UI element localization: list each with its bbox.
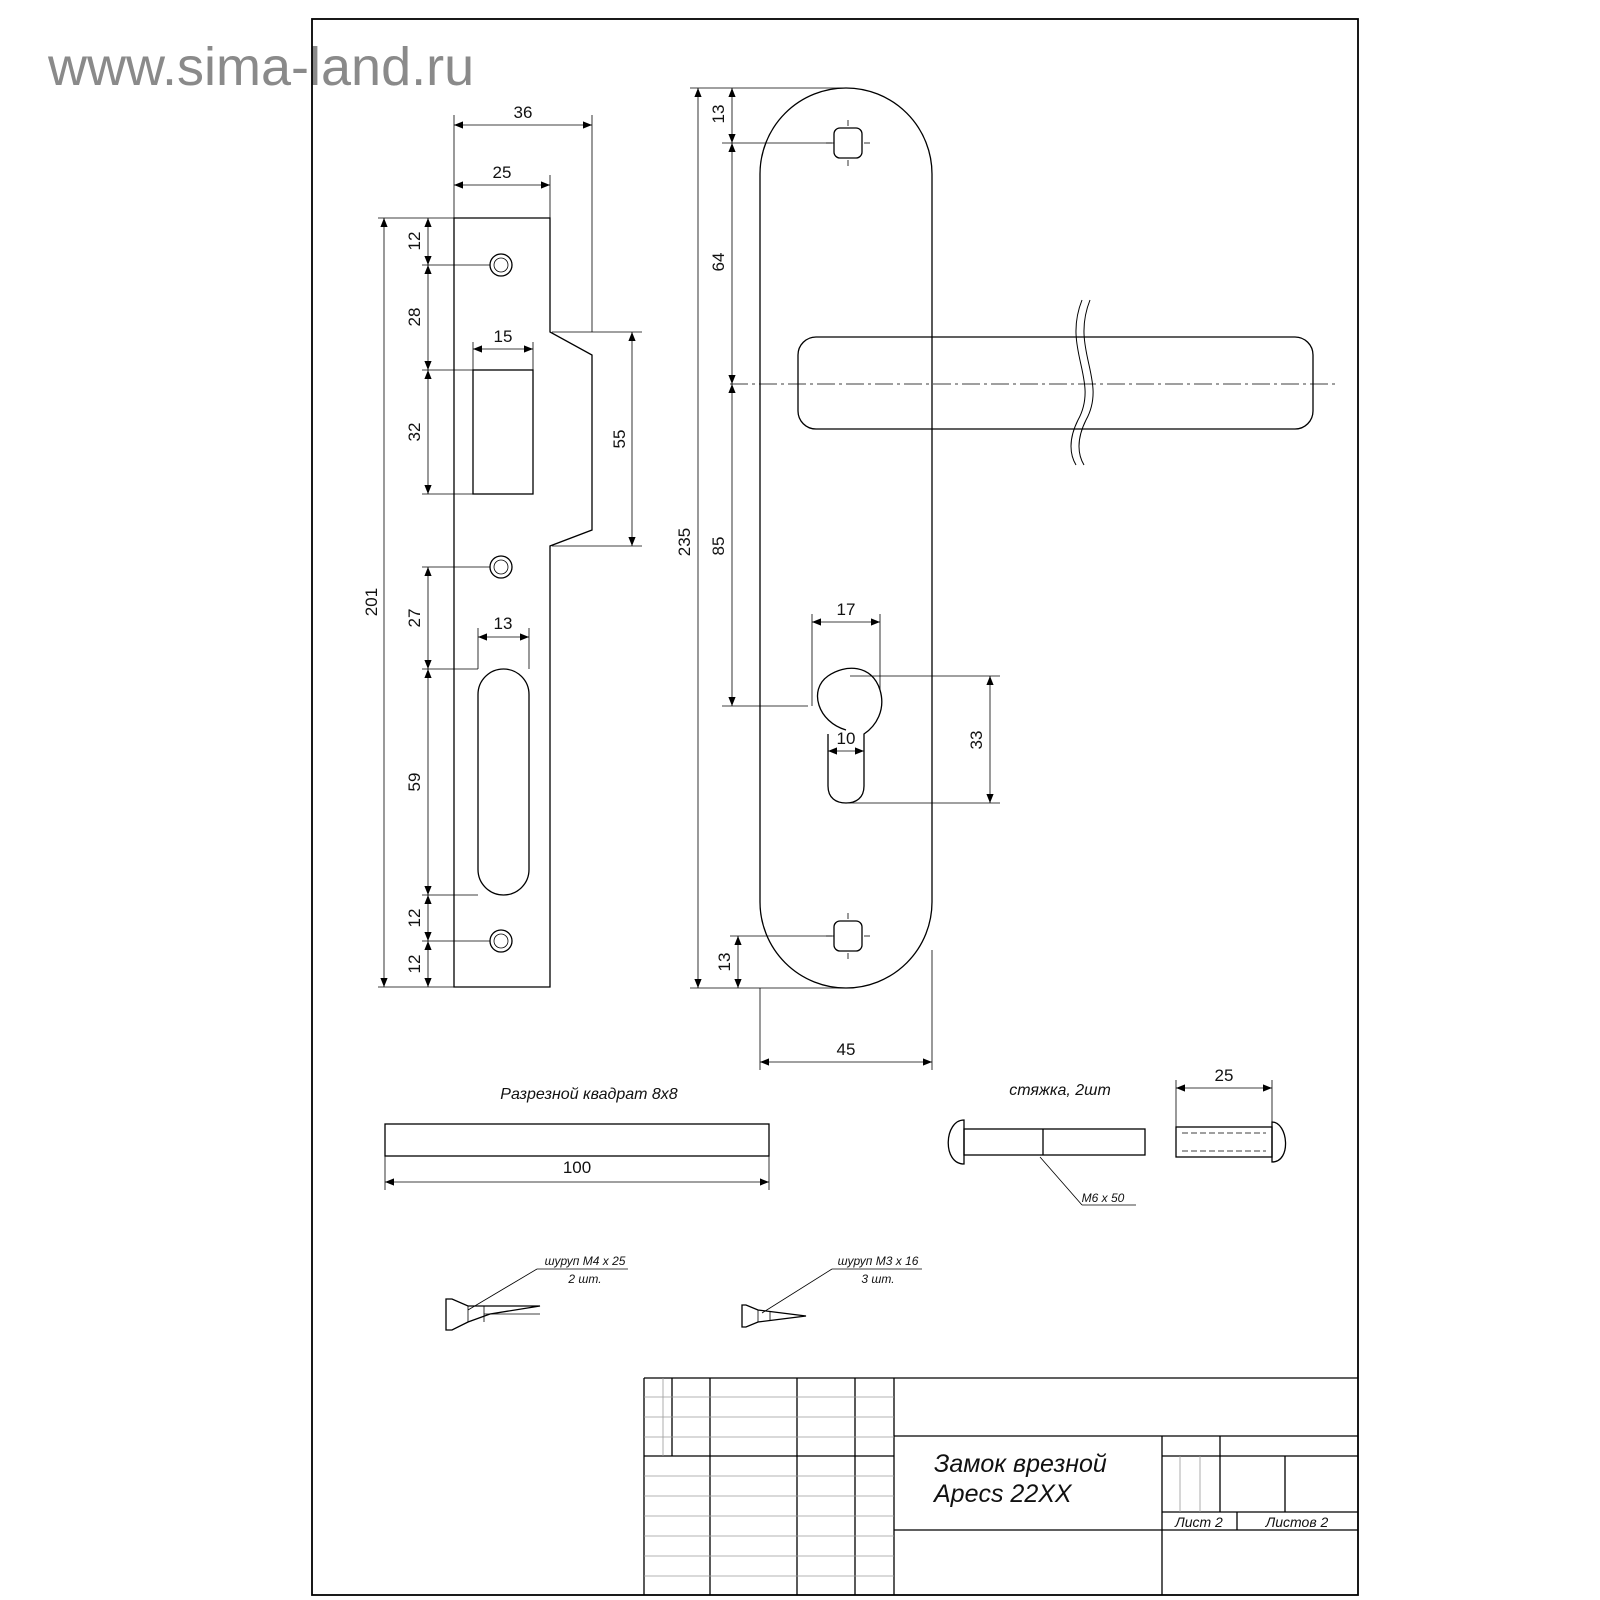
- handle-plate: 13 64 235 85 13 17 10 33 45: [675, 87, 1338, 1070]
- dim-bottom-gap-2: 12: [405, 955, 424, 974]
- dim-top-offset: 13: [709, 105, 728, 124]
- screw-size-label: М6 х 50: [1082, 1191, 1125, 1205]
- strike-plate: 36 25 15 13 55 201 12 28 32 27 59 12 12: [362, 103, 642, 988]
- spindle-caption: Разрезной квадрат 8х8: [500, 1086, 678, 1103]
- dim-hole-gap: 27: [405, 609, 424, 628]
- screw-shank: [963, 1128, 1146, 1156]
- bolt-oval-slot: [477, 668, 530, 896]
- dim-bottom-gap-1: 12: [405, 909, 424, 928]
- title-block: Замок врезной Apecs 22XX Лист 2 Листов 2: [643, 1377, 1358, 1595]
- dim-axis-to-cylinder: 85: [709, 537, 728, 556]
- dim-width-total: 36: [514, 103, 533, 122]
- handle-break: [1070, 299, 1094, 466]
- screw-caption: стяжка, 2шт: [1009, 1082, 1111, 1099]
- dim-hole-to-slot: 28: [405, 308, 424, 327]
- screw-m4-label: шуруп М4 х 25: [545, 1254, 626, 1268]
- screw-head: [947, 1119, 965, 1165]
- fixing-slot-bottom: [833, 920, 863, 952]
- dim-oval-height: 59: [405, 773, 424, 792]
- dim-spindle-length: 100: [563, 1158, 591, 1177]
- screw-m3-label: шуруп М3 х 16: [838, 1254, 919, 1268]
- euro-cylinder-hole: [816, 667, 883, 804]
- screw-sleeve: [1175, 1126, 1273, 1158]
- dim-handle-total-height: 235: [675, 528, 694, 556]
- dim-cylinder-width: 17: [837, 600, 856, 619]
- dim-sleeve-length: 25: [1215, 1066, 1234, 1085]
- fixing-slot-top: [833, 127, 863, 159]
- sheet-number: Лист 2: [1174, 1514, 1223, 1530]
- screw-m4-qty: 2 шт.: [567, 1272, 601, 1286]
- screw-hole-top: [489, 253, 513, 277]
- spindle: Разрезной квадрат 8х8 100: [384, 1086, 770, 1190]
- screw-m3-qty: 3 шт.: [861, 1272, 894, 1286]
- title-line-2: Apecs 22XX: [932, 1480, 1073, 1508]
- dim-top-hole: 12: [405, 232, 424, 251]
- screw-hole-middle: [489, 555, 513, 579]
- spindle-bar: [384, 1123, 770, 1157]
- site-watermark: www.sima-land.ru: [48, 37, 475, 97]
- handle-plate-outline: [759, 87, 933, 989]
- sheet-count: Листов 2: [1265, 1514, 1329, 1530]
- dim-total-height: 201: [362, 588, 381, 616]
- lever-handle: [797, 336, 1314, 430]
- strike-plate-outline: [453, 217, 593, 988]
- dim-to-handle-axis: 64: [709, 253, 728, 272]
- dim-plate-width: 45: [837, 1040, 856, 1059]
- dim-cylinder-height: 33: [967, 731, 986, 750]
- dim-tongue-height: 55: [610, 430, 629, 449]
- sheet-border: [311, 18, 1359, 1596]
- wood-screw-m3: шуруп М3 х 16 3 шт.: [741, 1254, 922, 1328]
- dim-slot-height: 32: [405, 423, 424, 442]
- screw-hole-bottom: [489, 929, 513, 953]
- dim-slot-width: 15: [494, 327, 513, 346]
- dim-width-plate: 25: [493, 163, 512, 182]
- dim-oval-width: 13: [494, 614, 513, 633]
- wood-screw-m4: шуруп М4 х 25 2 шт.: [445, 1254, 628, 1331]
- dim-bottom-offset: 13: [715, 953, 734, 972]
- latch-slot: [472, 369, 534, 495]
- connecting-screw: стяжка, 2шт М6 х 50 25: [947, 1066, 1287, 1206]
- title-line-1: Замок врезной: [934, 1450, 1107, 1478]
- dim-cylinder-neck: 10: [837, 729, 856, 748]
